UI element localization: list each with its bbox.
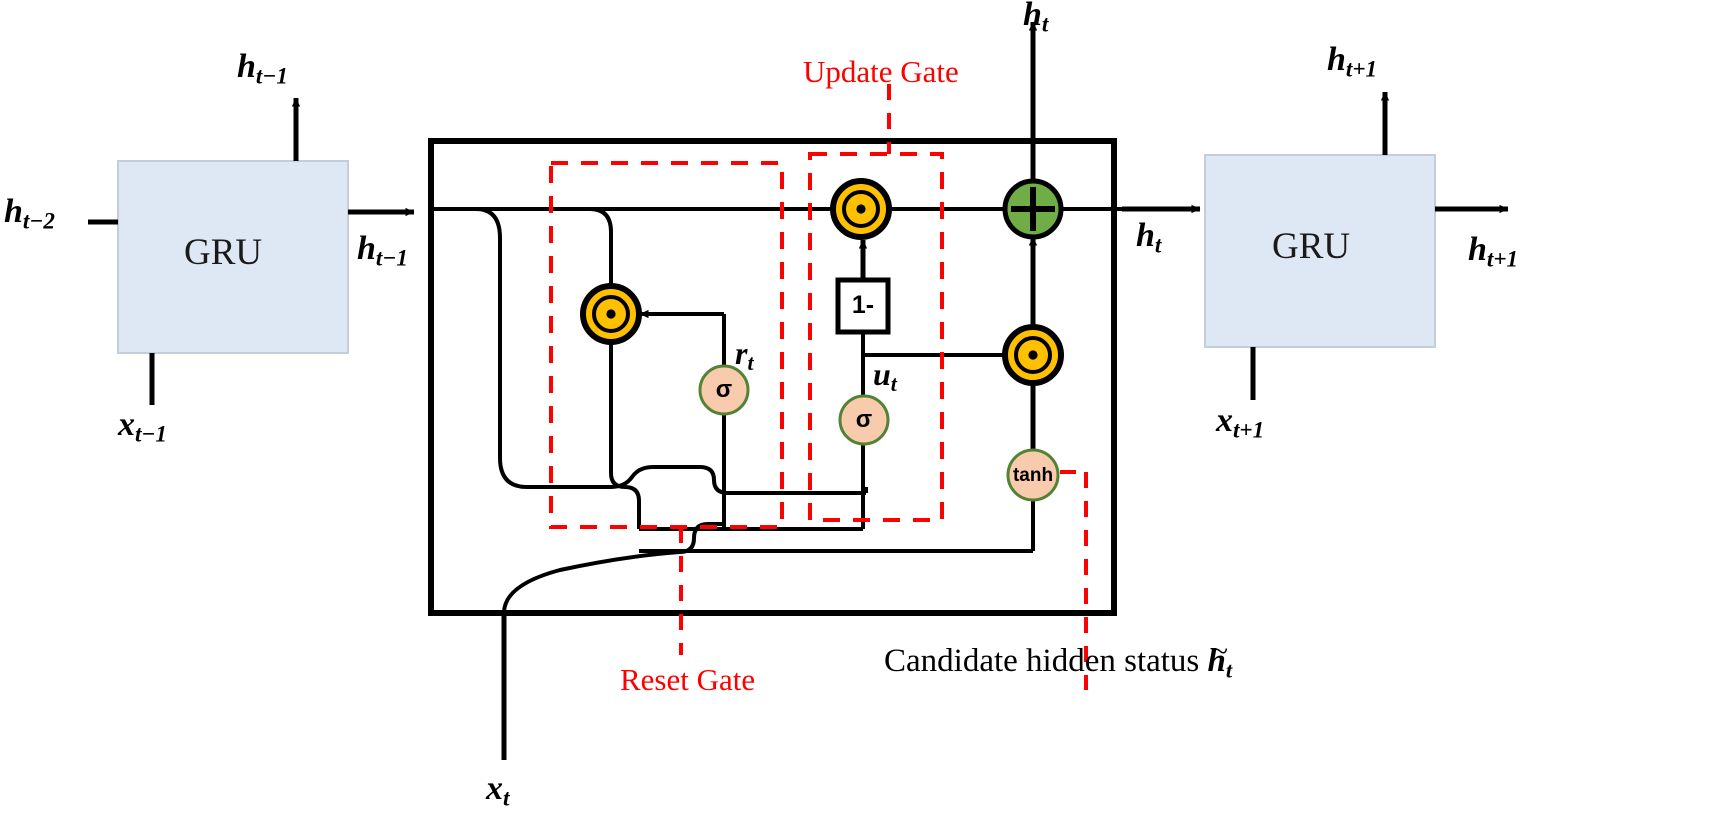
right-gru-block [1204,154,1436,348]
reset-gate-wires [639,309,726,529]
right-input-x-label: xt+1 [1216,404,1264,443]
h-subscript: t [1225,657,1233,683]
reset-gate-annotation: Reset Gate [620,662,756,697]
left-input-hidden-label: ht−2 [4,195,55,234]
h-symbol: h [4,193,23,230]
h-symbol: h [1136,217,1155,254]
sigma-reset-label: σ [715,376,733,403]
wire-crossing-hops [610,465,868,495]
reset-signal-label: rt [735,337,754,375]
activation-node-sigma-update [838,394,890,446]
prev-hidden-branch-candidate [475,207,611,489]
input-xt-bus [502,522,723,760]
candidate-hidden-status-annotation: Candidate hidden status ~ht [884,636,1233,683]
h-subscript: t−1 [255,63,288,90]
left-gru-wires [88,97,415,405]
h-subscript: t+1 [1345,56,1378,83]
h-symbol: h [237,48,256,85]
x-subscript: t−1 [135,421,167,448]
sigma-update-label: σ [855,406,873,433]
center-output-top-label: ht [1023,0,1048,37]
h-subscript: t [1041,11,1049,38]
multiply-node-update [830,178,892,240]
u-subscript: t [890,372,897,397]
update-gate-annotation: Update Gate [803,54,959,89]
sigma-feeder-wires [639,493,865,531]
left-input-x-label: xt−1 [118,408,167,447]
h-subscript: t−1 [375,245,408,272]
h-symbol: h [1468,231,1487,268]
center-output-hidden-label: ht [1136,219,1161,258]
activation-node-sigma-reset [698,364,750,416]
one-minus-label: 1- [851,291,875,319]
update-gate-dashed-box [808,152,944,522]
right-output-right-label: ht+1 [1468,233,1518,272]
r-subscript: t [747,351,754,376]
u-symbol: u [873,356,891,392]
left-gru-block [117,160,349,354]
multiply-node-candidate [1002,324,1064,386]
left-gru-label: GRU [184,232,263,273]
candidate-path-wires [639,236,1038,553]
left-output-hidden-label: ht−1 [237,50,288,89]
x-subscript: t [503,785,510,812]
right-gru-wires [1122,91,1509,400]
h-subscript: t [1154,232,1162,259]
center-input-hidden-label: ht−1 [357,232,408,271]
multiply-node-reset [580,283,642,345]
one-minus-box [835,277,891,335]
reset-multiply-down-wire [609,337,723,531]
candidate-prefix-text: Candidate hidden status [884,643,1200,679]
tanh-label: tanh [1012,465,1054,486]
candidate-leader-line [1060,470,1088,690]
r-symbol: r [735,335,748,371]
h-subscript: t+1 [1486,246,1519,273]
x-subscript: t+1 [1233,417,1265,444]
x-symbol: x [118,406,135,443]
center-input-x-label: xt [486,772,509,811]
tilde-accent: ~ [1211,633,1229,668]
gru-cell-boundary [428,138,1117,616]
activation-node-tanh [1006,448,1060,502]
h-symbol: h [1023,0,1042,33]
right-gru-label: GRU [1272,226,1351,267]
h-symbol: h [1327,41,1346,78]
h-symbol: h [1207,643,1226,679]
h-subscript: t−2 [22,208,55,235]
right-output-top-label: ht+1 [1327,43,1377,82]
add-node-output [1002,178,1064,240]
x-symbol: x [1216,402,1233,439]
x-symbol: x [486,770,503,807]
prev-hidden-branch-reset [589,207,613,291]
update-signal-label: ut [873,358,897,396]
h-symbol: h [357,230,376,267]
candidate-h-symbol: ~ht [1207,636,1233,683]
